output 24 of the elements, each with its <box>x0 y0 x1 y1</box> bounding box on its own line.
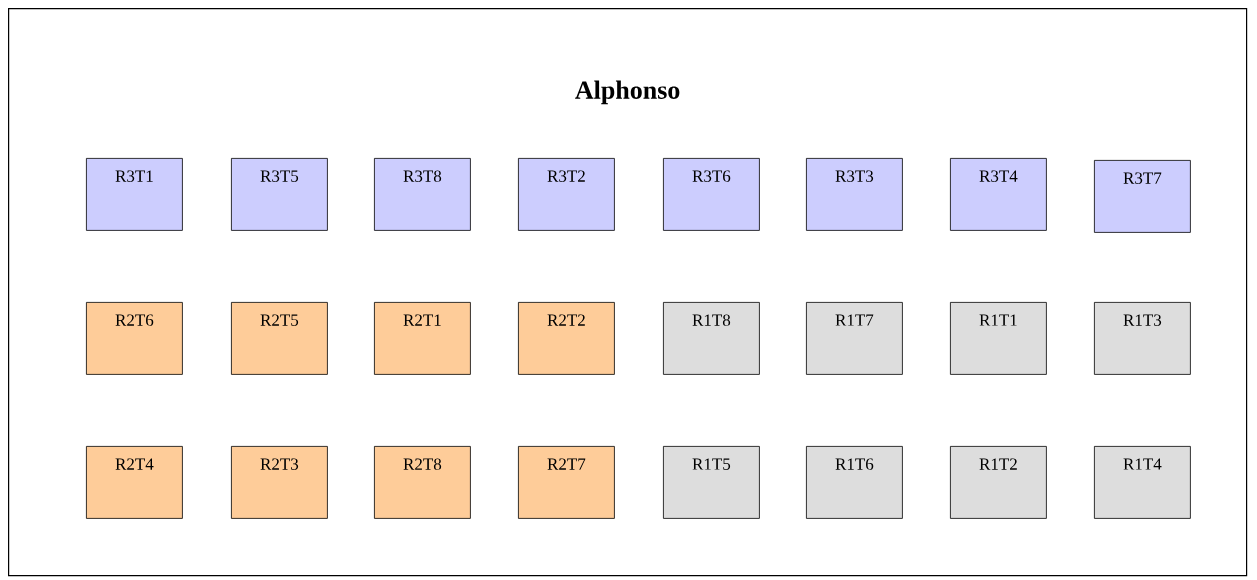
tree-box: R3T1 <box>86 158 183 231</box>
tree-box: R3T7 <box>1094 160 1191 233</box>
tree-box: R2T6 <box>86 302 183 375</box>
tree-box: R3T2 <box>518 158 615 231</box>
tree-box: R3T3 <box>806 158 903 231</box>
tree-box: R2T7 <box>518 446 615 519</box>
tree-box: R3T4 <box>950 158 1047 231</box>
tree-box: R1T7 <box>806 302 903 375</box>
tree-box: R2T1 <box>374 302 471 375</box>
tree-box: R3T6 <box>663 158 760 231</box>
tree-box: R2T4 <box>86 446 183 519</box>
tree-box: R3T8 <box>374 158 471 231</box>
tree-box: R2T3 <box>231 446 328 519</box>
tree-box: R1T6 <box>806 446 903 519</box>
tree-box: R1T5 <box>663 446 760 519</box>
tree-box: R2T5 <box>231 302 328 375</box>
tree-box: R2T8 <box>374 446 471 519</box>
tree-box: R1T1 <box>950 302 1047 375</box>
tree-box: R2T2 <box>518 302 615 375</box>
tree-box: R1T2 <box>950 446 1047 519</box>
tree-box: R1T4 <box>1094 446 1191 519</box>
tree-box: R1T8 <box>663 302 760 375</box>
tree-box: R1T3 <box>1094 302 1191 375</box>
tree-box: R3T5 <box>231 158 328 231</box>
